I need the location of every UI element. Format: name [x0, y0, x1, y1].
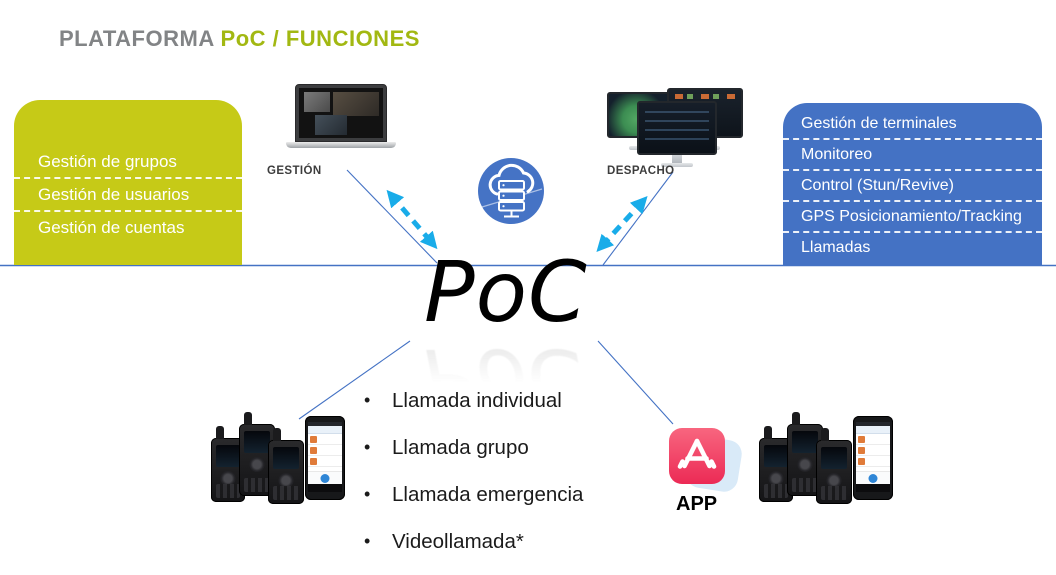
admin-item-cuentas: Gestión de cuentas: [38, 218, 185, 237]
video-tile: [315, 115, 347, 135]
arrow-left: [386, 189, 438, 250]
feature-label: Videollamada*: [392, 530, 524, 553]
smartphone-device: [853, 416, 893, 500]
bullet-icon: •: [364, 437, 371, 457]
feature-label: Llamada grupo: [392, 436, 529, 459]
bullet-icon: •: [364, 531, 371, 551]
list-item: • Videollamada*: [364, 530, 583, 575]
monitor-console-screen: [637, 101, 717, 155]
poc-app-screen: [308, 422, 342, 492]
feature-label: Llamada emergencia: [392, 483, 584, 506]
laptop-videocall-screen: [299, 88, 383, 138]
admin-functions-box: Gestión de grupos Gestión de usuarios Ge…: [14, 100, 242, 265]
poc-wordmark: PoC: [424, 243, 588, 341]
dispatch-monitors-illustration: [603, 88, 745, 172]
cloud-server-icon: [478, 158, 544, 224]
arrow-right: [596, 195, 648, 253]
video-tile: [304, 92, 330, 112]
app-store-glyph: [669, 428, 725, 484]
function-item-llamadas: Llamadas: [801, 239, 871, 256]
bullet-icon: •: [364, 484, 371, 504]
laptop-base: [286, 142, 396, 148]
poc-radios-illustration-left: [211, 412, 347, 504]
admin-item-grupos: Gestión de grupos: [14, 146, 242, 179]
line-poc-app: [597, 340, 674, 425]
list-item: • Llamada emergencia: [364, 483, 583, 530]
function-item-monitoreo: Monitoreo: [783, 140, 1042, 171]
line-poc-left-devices: [298, 340, 411, 420]
page-title: PLATAFORMA PoC / FUNCIONES: [59, 26, 420, 52]
title-plataforma: PLATAFORMA: [59, 26, 214, 51]
call-features-list: • Llamada individual • Llamada grupo • Llam…: [364, 389, 583, 575]
function-item-gps: GPS Posicionamiento/Tracking: [783, 202, 1042, 233]
bullet-icon: •: [364, 390, 371, 410]
radio-device: [268, 428, 304, 504]
despacho-label: DESPACHO: [607, 165, 675, 177]
laptop-screen: [295, 84, 387, 142]
list-item: • Llamada individual: [364, 389, 583, 436]
monitor-foot: [661, 163, 693, 167]
list-item: • Llamada grupo: [364, 436, 583, 483]
title-poc-funciones: PoC / FUNCIONES: [213, 26, 420, 51]
poc-app-screen: [856, 422, 890, 492]
radio-device: [816, 428, 852, 504]
management-laptop-illustration: [286, 84, 396, 150]
app-label: APP: [676, 493, 718, 515]
feature-label: Llamada individual: [392, 389, 562, 412]
terminal-functions-box: Gestión de terminales Monitoreo Control …: [783, 103, 1042, 266]
monitor-stand: [672, 155, 682, 164]
function-item-control: Control (Stun/Revive): [783, 171, 1042, 202]
app-store-icon: [668, 427, 728, 487]
cloud-server-glyph: [478, 158, 544, 224]
admin-item-usuarios: Gestión de usuarios: [14, 179, 242, 212]
smartphone-device: [305, 416, 345, 500]
poc-radios-illustration-right: [759, 412, 895, 504]
video-tile: [333, 92, 379, 116]
gestion-label: GESTIÓN: [267, 165, 322, 177]
function-item-terminales: Gestión de terminales: [783, 109, 1042, 140]
